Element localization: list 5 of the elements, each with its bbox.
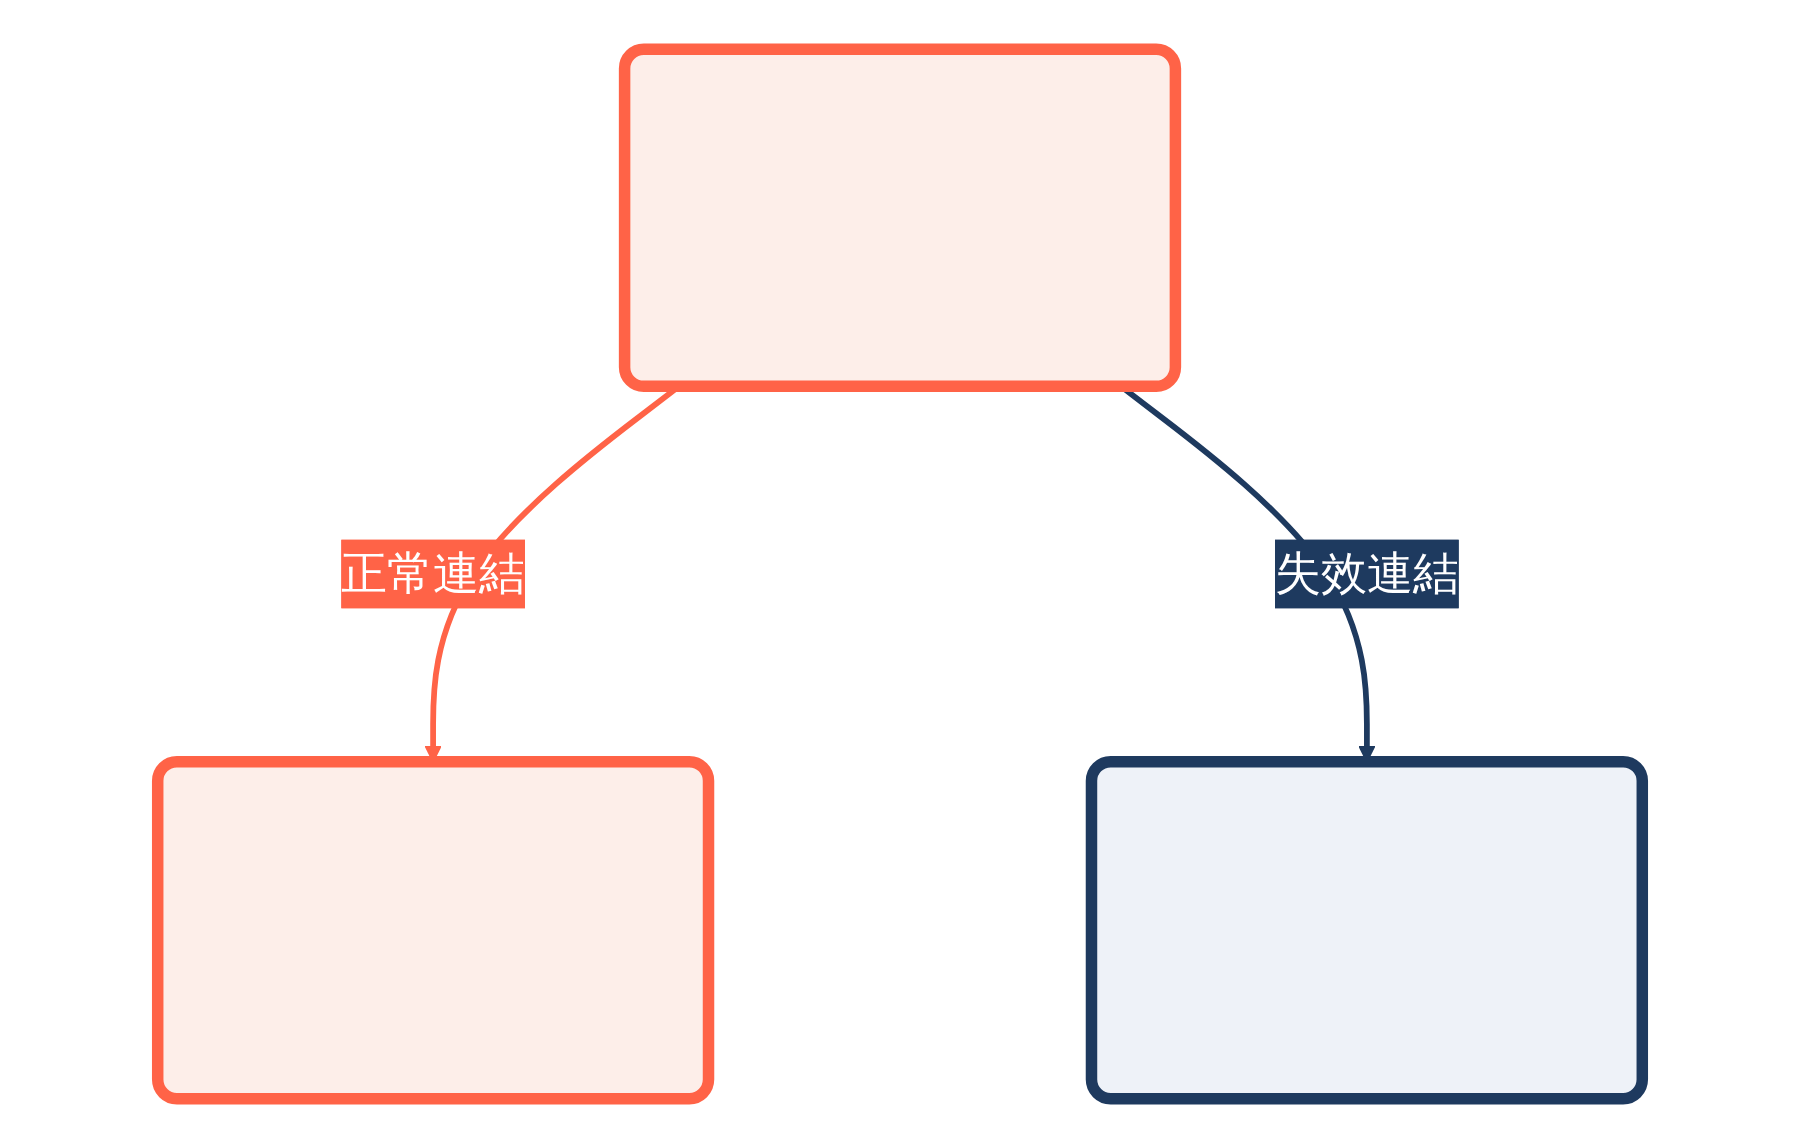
node-box (618, 43, 1182, 393)
node-box (151, 755, 715, 1105)
edge-label: 正常連結 (341, 547, 526, 601)
node-box (1085, 755, 1649, 1105)
edge-label: 失效連結 (1274, 547, 1459, 601)
